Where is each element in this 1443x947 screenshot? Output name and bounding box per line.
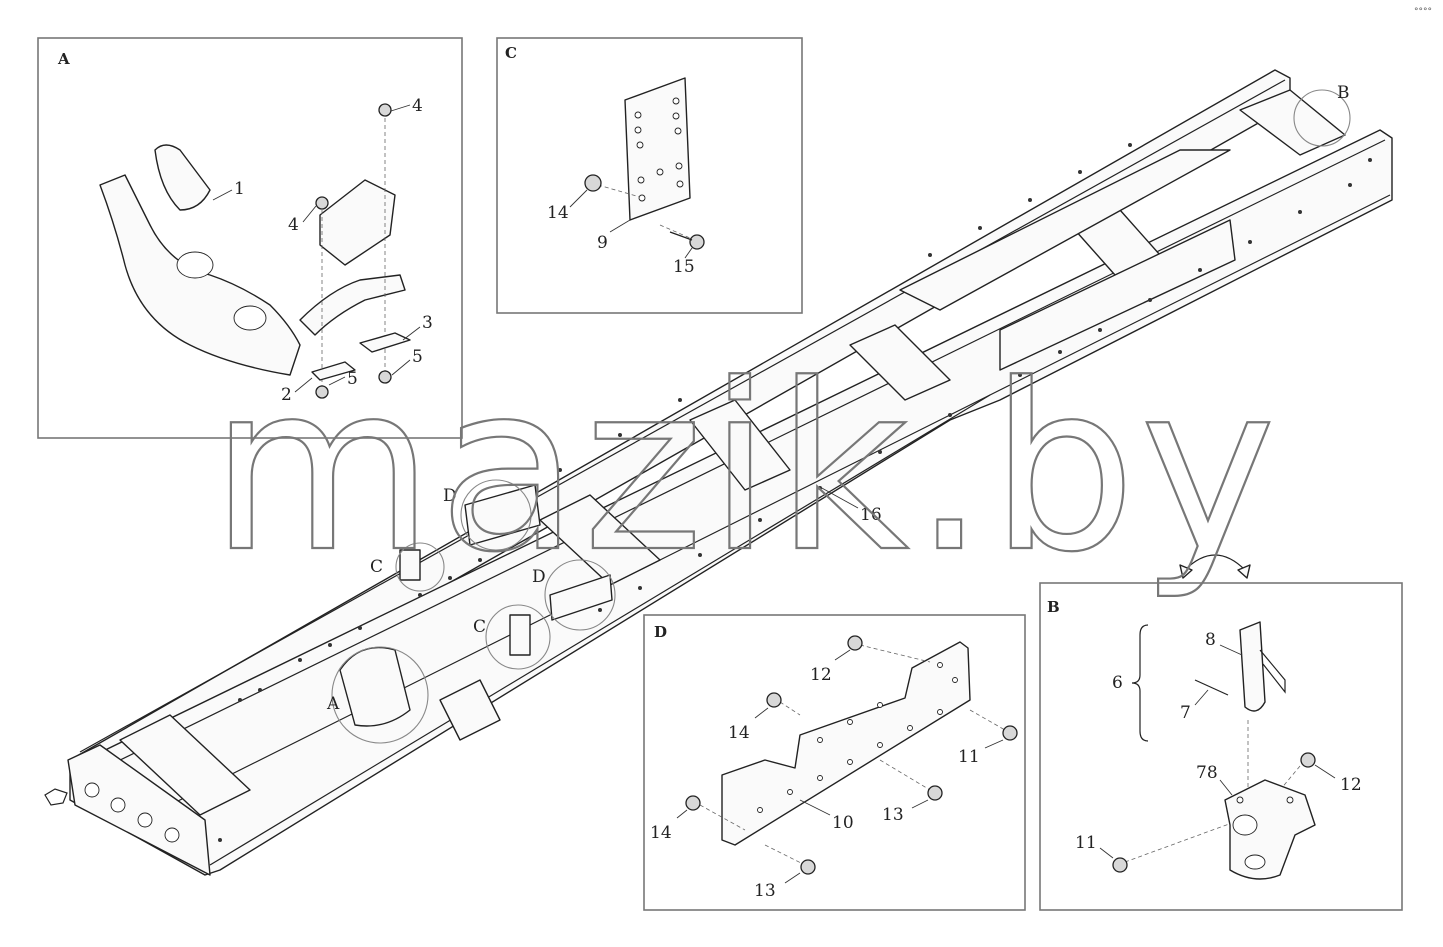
panel-d-callout-13a: 13 (882, 805, 904, 825)
panel-d-callout-14a: 14 (728, 723, 750, 743)
frame-callout-d1: D (443, 486, 457, 506)
cross-member-3 (689, 399, 791, 491)
panel-c-callout-14: 14 (547, 203, 569, 223)
front-cross-member (67, 744, 211, 876)
callout-circle-c1 (395, 542, 445, 592)
watermark: mazik.by (210, 336, 1280, 603)
detail-panel-b: B 6 7 8 78 12 11 (1039, 582, 1403, 911)
rear-reinforcement-plate (999, 219, 1236, 371)
tow-bracket-78 (1224, 779, 1316, 880)
bolt-13-d-lower (800, 859, 816, 875)
callout-circle-a (331, 646, 429, 744)
panel-b-callout-78: 78 (1196, 763, 1218, 783)
bracket-fork (154, 144, 211, 211)
frame-plate-d2 (549, 574, 613, 621)
frame-plate-c2 (509, 614, 531, 656)
panel-c-callout-9: 9 (597, 233, 608, 253)
bolt-11-d (1002, 725, 1018, 741)
frame-callout-c1: C (370, 557, 383, 577)
hanger-assembly (319, 179, 396, 266)
detail-panel-c: C 14 9 15 (496, 37, 803, 314)
pin-handle (1259, 649, 1286, 694)
panel-d-callout-13b: 13 (754, 881, 776, 901)
callout-circle-c2 (485, 604, 551, 670)
frame-plate-d1 (464, 484, 541, 546)
panel-b-callout-12: 12 (1340, 775, 1362, 795)
panel-c-letter: C (505, 44, 517, 62)
mounting-plate-9 (624, 77, 691, 221)
frame-callout-d2: D (532, 567, 546, 587)
nut-12-b (1300, 752, 1316, 768)
tow-hook (44, 788, 68, 806)
cotter-pin-7 (1194, 679, 1229, 696)
frame-callout-c2: C (473, 617, 486, 637)
panel-a-callout-5b: 5 (412, 347, 423, 367)
cross-member-4 (849, 324, 951, 401)
spring-hanger (439, 679, 501, 741)
reinforcement-plate-10 (721, 641, 971, 846)
frame-callout-b: B (1337, 83, 1350, 103)
frame-callout-16: 16 (860, 505, 882, 525)
frame-callout-a: A (326, 694, 340, 714)
nut-14 (584, 174, 602, 192)
washer-plate-3 (359, 332, 411, 353)
panel-a-callout-4a: 4 (412, 96, 423, 116)
panel-c-callout-15: 15 (673, 257, 695, 277)
cross-member-2 (539, 494, 661, 586)
panel-d-letter: D (654, 623, 667, 641)
rear-cross-member (1239, 89, 1346, 156)
panel-a-callout-2: 2 (281, 385, 292, 405)
pin-8 (1239, 621, 1266, 712)
washer-plate-2 (311, 361, 356, 381)
bolt-15-head (689, 234, 705, 250)
callout-circle-b (1293, 89, 1351, 147)
panel-b-callout-8: 8 (1205, 630, 1216, 650)
panel-a-callout-4b: 4 (288, 215, 299, 235)
chassis-frame: B A C C D D 16 (44, 69, 1393, 876)
panel-a-callout-1: 1 (234, 179, 245, 199)
panel-b-callout-7: 7 (1180, 703, 1191, 723)
panel-a-callout-3: 3 (422, 313, 433, 333)
corner-mark: °°°° (1414, 7, 1432, 17)
panel-a-callout-5a: 5 (347, 369, 358, 389)
inner-reinforcement (899, 149, 1231, 311)
panel-b-callout-6: 6 (1112, 673, 1123, 693)
nut-12-d (847, 635, 863, 651)
detail-panel-d: D 12 14 14 11 13 13 10 (643, 614, 1026, 911)
callout-circle-d1 (460, 479, 532, 551)
panel-d-callout-14b: 14 (650, 823, 672, 843)
nut-14-d-upper (766, 692, 782, 708)
rotate-view-icon (1184, 554, 1246, 571)
panel-d-callout-12: 12 (810, 665, 832, 685)
panel-d-callout-10: 10 (832, 813, 854, 833)
bolt-11-b (1112, 857, 1128, 873)
nut-14-d-lower (685, 795, 701, 811)
bolt-13-d-upper (927, 785, 943, 801)
frame-plate-c1 (399, 549, 421, 581)
panel-d-callout-11: 11 (958, 747, 980, 767)
group-bracket-6 (1131, 624, 1149, 742)
callout-circle-d2 (544, 559, 616, 631)
panel-b-letter: B (1047, 598, 1060, 616)
detail-panel-a: A 1 2 3 4 4 5 5 (37, 37, 463, 439)
panel-a-letter: A (57, 50, 70, 68)
panel-b-callout-11: 11 (1075, 833, 1097, 853)
bracket-plate (299, 274, 406, 336)
cross-member-1 (119, 714, 251, 816)
front-spring-bracket (339, 646, 411, 727)
